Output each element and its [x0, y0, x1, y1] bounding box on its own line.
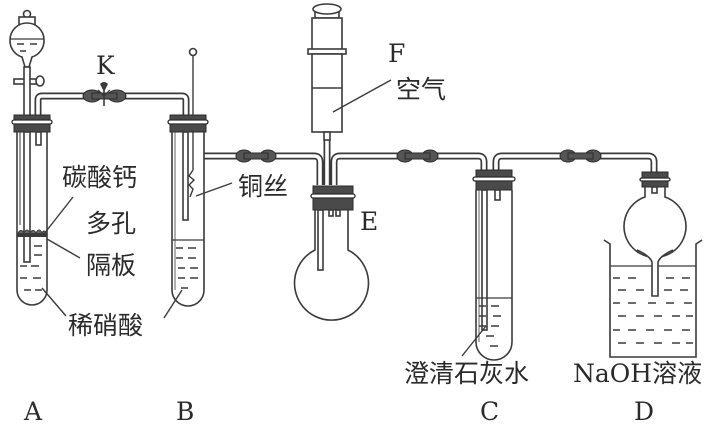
rubber-hoses — [82, 89, 602, 163]
syringe-f[interactable] — [307, 3, 347, 141]
syringe-f-label: F — [388, 39, 405, 68]
apparatus-d-label: D — [634, 397, 654, 426]
valve-k-label: K — [96, 51, 116, 80]
separatory-funnel — [9, 9, 45, 120]
apparatus-b-label: B — [176, 397, 194, 426]
copper-wire-coil — [188, 169, 196, 198]
limewater-label: 澄清石灰水 — [404, 359, 529, 388]
copper-wire-handle-icon[interactable] — [188, 47, 198, 57]
apparatus-a-label: A — [23, 397, 43, 426]
liquid-b — [176, 247, 198, 289]
apparatus-d — [603, 171, 703, 358]
text-labels: K F 空气 E 碳酸钙 多孔 隔板 稀硝酸 铜丝 澄清石灰水 NaOH溶液 A… — [23, 39, 702, 426]
beaker — [603, 239, 703, 358]
flask-e-label: E — [360, 207, 378, 236]
liquid-c — [479, 305, 501, 347]
dilute-nitric-acid-label: 稀硝酸 — [68, 311, 143, 340]
clamp-k-icon[interactable] — [97, 82, 111, 106]
leader-lines — [41, 79, 487, 357]
liquid-a — [20, 245, 42, 291]
apparatus-a — [9, 9, 53, 306]
copper-wire-label: 铜丝 — [238, 172, 288, 201]
calcium-carbonate-label: 碳酸钙 — [62, 163, 137, 192]
naoh-solution-label: NaOH溶液 — [573, 359, 702, 388]
liquid-d — [613, 277, 693, 344]
apparatus-c — [472, 169, 516, 361]
plate-label: 隔板 — [86, 251, 136, 280]
apparatus-c-label: C — [480, 397, 499, 426]
porous-label: 多孔 — [86, 209, 136, 238]
apparatus-b — [167, 47, 209, 307]
flask-e — [293, 185, 370, 321]
air-label: 空气 — [396, 75, 446, 104]
